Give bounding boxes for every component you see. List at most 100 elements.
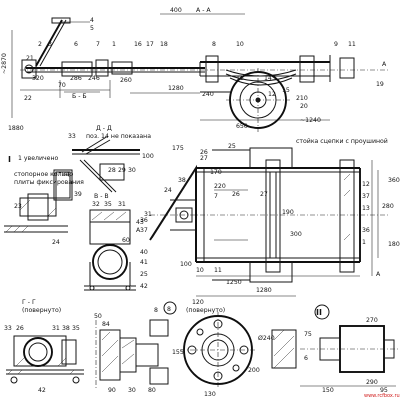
dim-270: 270 [366,317,378,324]
callout-37-plan: 37 [362,193,370,200]
callout-30: 30 [128,167,136,174]
callout-13: 13 [236,75,244,82]
callout-24: 24 [52,239,60,246]
dim-95: 95 [380,387,388,394]
callout-25: 25 [140,271,148,278]
dim-286: 286 [70,75,82,82]
bearing-section-g-g: Г - Г (повернуто) 33 26 31 38 35 42 [4,299,84,394]
callout-6: 6 [74,41,78,48]
callout-31-gg: 31 [52,325,60,332]
callout-21: 21 [26,55,34,62]
dim-155: 155 [172,349,184,356]
callout-1-plan: 1 [362,239,366,246]
dim-75: 75 [304,331,312,338]
lever-detail: Д - Д поз. 14 не показана 33 28 29 30 34… [53,125,154,201]
callout-24-plan: 24 [164,187,172,194]
section-label-g-g: Г - Г [22,299,36,306]
callout-35: 35 [104,201,112,208]
section-label-v-v: В - В [94,193,109,200]
callout-18: 18 [160,41,168,48]
callout-A-top: A [382,61,387,68]
callout-20: 20 [300,103,308,110]
callout-33: 33 [68,133,76,140]
callout-35-gg: 35 [72,325,80,332]
dim-170: 170 [210,169,222,176]
dim-120: 120 [192,299,204,306]
dim-1280-plan: 1280 [256,287,272,294]
dim-190: 190 [282,209,294,216]
callout-36: 36 [140,217,148,224]
callout-16: 16 [134,41,142,48]
callout-12: 12 [268,91,276,98]
callout-23: 23 [14,203,22,210]
callout-37: 37 [140,227,148,234]
dim-280: 280 [382,203,394,210]
dim-260: 260 [120,77,132,84]
dim-220: 220 [214,183,226,190]
callout-34: 34 [62,171,70,178]
frame-side-view: 400 A - A ~2870 70 320 286 246 22 Б - Б [1,7,390,145]
callout-5: 5 [90,25,94,32]
callout-4: 4 [90,17,94,24]
stop-ring-detail: I 1 увеличено стопорное кольцо плиты фик… [4,155,84,246]
dim-42: 42 [38,387,46,394]
dim-1250: 1250 [226,279,242,286]
callout-26: 26 [200,149,208,156]
dim-100-plan: 100 [180,261,192,268]
callout-31: 31 [118,201,126,208]
dim-246: 246 [88,75,100,82]
dim-290: 290 [366,379,378,386]
dim-240-dia: Ø240 [258,334,275,342]
dim-84: 84 [102,321,110,328]
callout-2: 2 [38,41,42,48]
note-stop-ring-top: 1 увеличено [18,155,59,162]
callout-A-plan-right: A [376,271,381,278]
section-label-d-d: Д - Д [96,125,112,132]
callout-33-gg: 33 [4,325,12,332]
callout-28: 28 [108,167,116,174]
callout-38: 38 [178,177,186,184]
dim-130: 130 [204,391,216,398]
dim-1280: 1280 [168,85,184,92]
section-label-a-a: A - A [196,7,211,14]
callout-A-plan: A [136,227,141,234]
dim-650: 650 [236,123,248,130]
dim-210: 210 [296,95,308,102]
dim-320: 320 [32,75,44,82]
callout-41: 41 [140,259,148,266]
callout-11: 11 [348,41,356,48]
callout-7-plan: 7 [214,193,218,200]
callout-10: 10 [236,41,244,48]
dim-1240: ~1240 [300,117,321,124]
dim-100-side: 100 [142,153,154,160]
callout-14: 14 [264,75,272,82]
callout-12-plan: 12 [362,181,370,188]
callout-40: 40 [140,249,148,256]
callout-8: 8 [212,41,216,48]
dim-2870: ~2870 [1,53,8,74]
dim-70: 70 [58,82,66,89]
callout-8-circled: 8 [167,306,171,313]
detail-label-i: I [8,155,11,164]
dim-60: 60 [122,237,130,244]
dim-200: 200 [248,367,260,374]
watermark: www.rcfbox.ru [364,393,400,399]
callout-9: 9 [334,41,338,48]
frame-plan-view: 175 25 26 27 38 170 [136,143,400,297]
detail-label-ii: II [316,308,322,317]
axle-section: 50 84 8 90 80 30 [94,307,169,394]
dim-6: 6 [304,355,308,362]
dim-360: 360 [388,177,400,184]
callout-27: 27 [200,155,208,162]
callout-38-gg: 38 [62,325,70,332]
note-rotated: (повернуто) [22,307,61,314]
callout-42: 42 [140,283,148,290]
callout-11-plan: 11 [214,267,222,274]
dim-90: 90 [108,387,116,394]
callout-26-gg: 26 [16,325,24,332]
section-label-b-b: Б - Б [72,93,87,100]
callout-32: 32 [92,201,100,208]
callout-13-plan: 13 [362,205,370,212]
dim-400: 400 [170,7,182,14]
callout-43: 43 [136,219,144,226]
